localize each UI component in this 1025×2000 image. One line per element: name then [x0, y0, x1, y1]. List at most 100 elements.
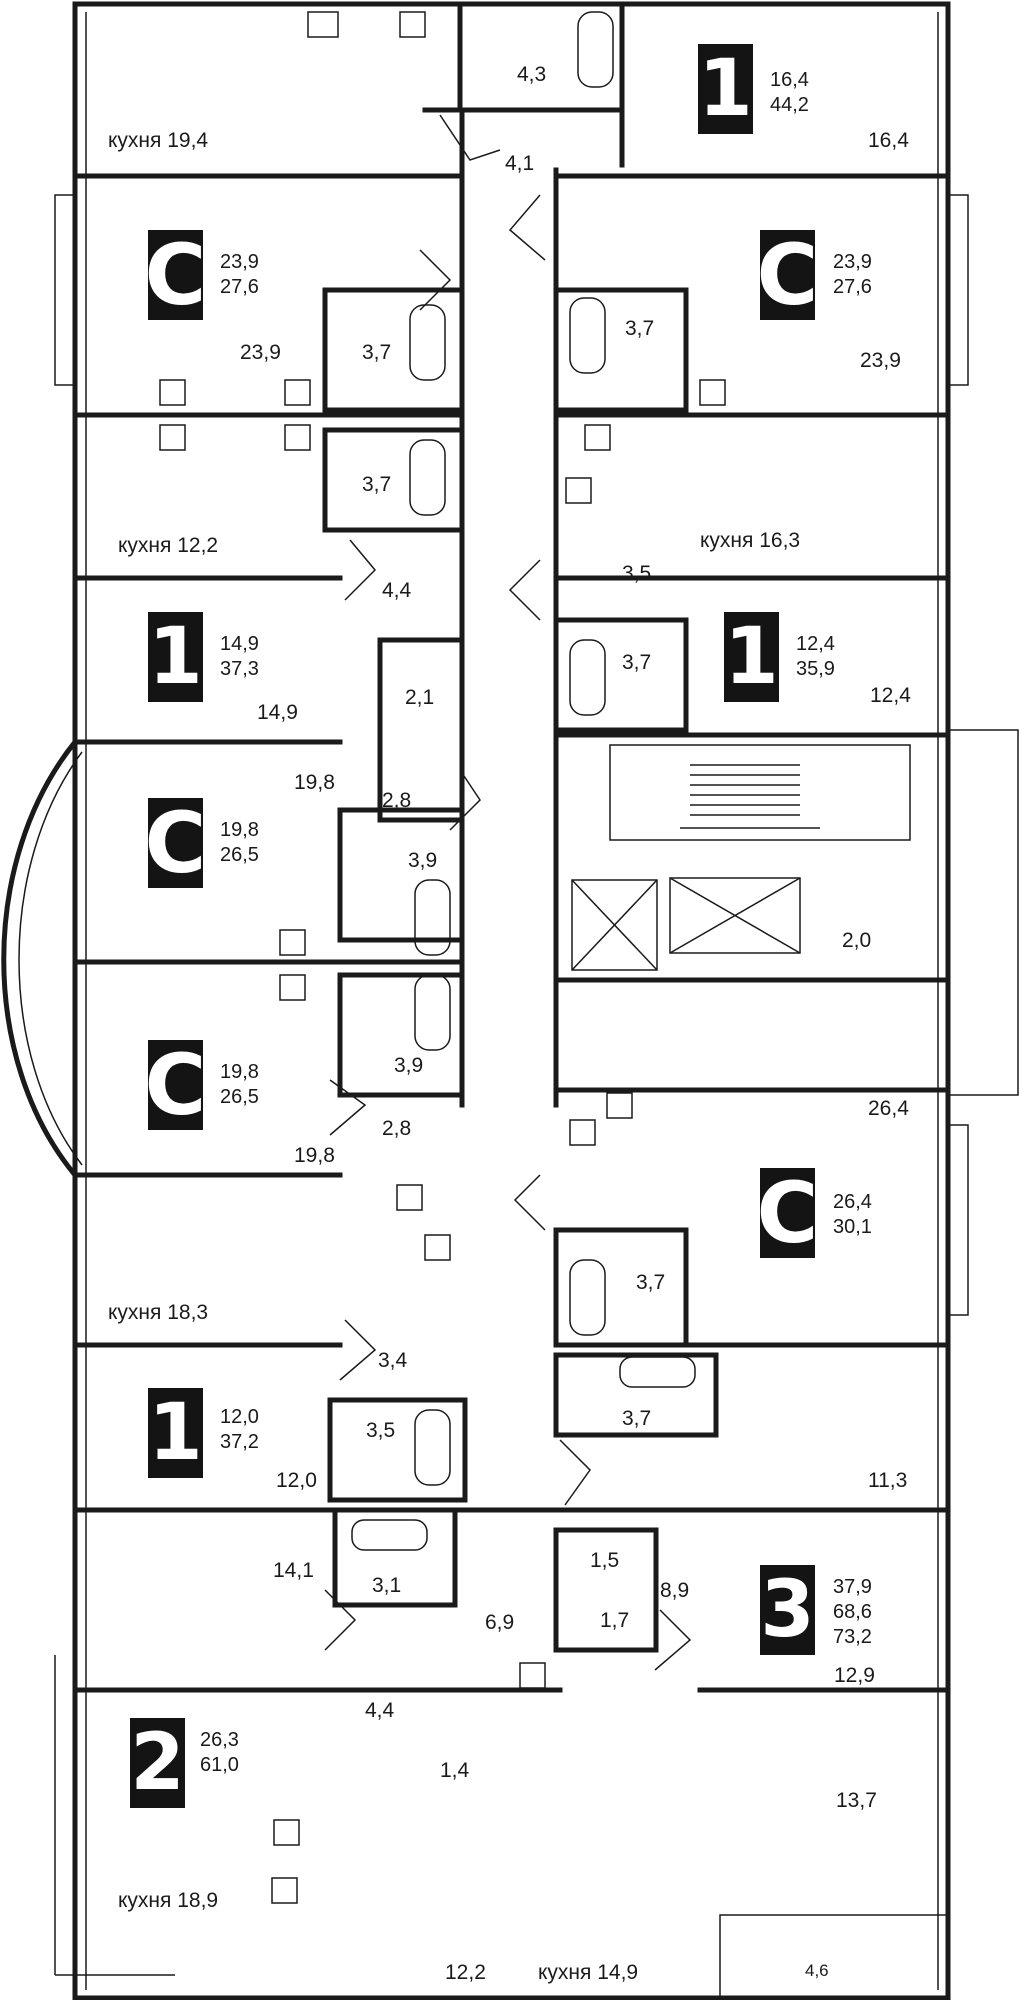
apartment-type-text: 3: [760, 1565, 815, 1655]
area-value: 44,2: [770, 94, 809, 116]
room-area-label: 13,7: [836, 1789, 877, 1812]
apartment-10-type-badge: 3: [760, 1565, 815, 1655]
apartment-2-type-badge: C: [145, 226, 207, 324]
room-area-label: 14,1: [273, 1559, 314, 1582]
apartment-7-areas: 19,8 26,5: [220, 1060, 259, 1110]
apartment-5-areas: 12,4 35,9: [796, 632, 835, 682]
room-area-label: 3,1: [372, 1574, 402, 1597]
room-area-label: 1,4: [440, 1759, 470, 1782]
room-area-label: 14,9: [257, 701, 298, 724]
room-area-label: 3,7: [636, 1271, 666, 1294]
kitchen-area-label: кухня 12,2: [118, 534, 219, 557]
apartment-9-type-badge: 1: [148, 1388, 203, 1478]
apartment-5-type-badge: 1: [724, 612, 779, 702]
room-area-label: 12,9: [834, 1664, 875, 1687]
area-value: 16,4: [770, 69, 809, 91]
area-value: 26,3: [200, 1729, 239, 1751]
area-value: 35,9: [796, 658, 835, 680]
room-area-label: 1,5: [590, 1549, 620, 1572]
room-area-label: 26,4: [868, 1097, 909, 1120]
room-area-label: 4,4: [382, 579, 412, 602]
room-area-label: 1,7: [600, 1609, 630, 1632]
kitchen-area-label: кухня 18,3: [108, 1301, 209, 1324]
apartment-10-areas: 37,9 68,6 73,2: [833, 1575, 872, 1650]
room-area-label: 3,4: [378, 1349, 408, 1372]
area-value: 19,8: [220, 819, 259, 841]
apartment-1-type-badge: 1: [698, 44, 753, 134]
apartment-3-type-badge: C: [757, 226, 819, 324]
kitchen-area-label: кухня 18,9: [118, 1889, 219, 1912]
area-value: 61,0: [200, 1754, 239, 1776]
room-area-label: 12,4: [870, 684, 911, 707]
apartment-type-text: 1: [724, 612, 779, 702]
apartment-type-text: 1: [698, 44, 753, 134]
apartment-2-areas: 23,9 27,6: [220, 250, 259, 300]
room-area-label: 16,4: [868, 129, 909, 152]
room-area-label: 2,0: [842, 929, 872, 952]
apartment-7-type-badge: C: [145, 1036, 207, 1134]
stove-icon: [159, 11, 633, 1904]
room-area-label: 19,8: [294, 1144, 335, 1167]
room-area-label: 2,8: [382, 789, 412, 812]
room-area-label: 11,3: [868, 1469, 908, 1492]
apartment-8-type-badge: C: [757, 1164, 819, 1262]
room-area-label: 2,8: [382, 1117, 412, 1140]
area-value: 37,9: [833, 1576, 872, 1598]
area-value: 27,6: [220, 276, 259, 298]
apartment-1-areas: 16,4 44,2: [770, 68, 809, 118]
room-area-label: 4,1: [505, 152, 535, 175]
room-area-label: 8,9: [660, 1579, 690, 1602]
room-area-label: 3,7: [622, 1407, 652, 1430]
apartment-4-type-badge: 1: [148, 612, 203, 702]
apartment-11-areas: 26,3 61,0: [200, 1728, 239, 1778]
area-value: 26,4: [833, 1191, 872, 1213]
apartment-type-text: C: [756, 1164, 819, 1262]
room-area-label: 3,5: [622, 562, 652, 585]
room-area-label: 23,9: [860, 349, 901, 372]
apartment-6-type-badge: C: [145, 794, 207, 892]
room-area-label: 6,9: [485, 1611, 515, 1634]
apartment-type-text: C: [144, 1036, 207, 1134]
area-value: 19,8: [220, 1061, 259, 1083]
apartment-3-areas: 23,9 27,6: [833, 250, 872, 300]
apartment-type-text: 1: [148, 1388, 203, 1478]
room-area-label: 12,0: [276, 1469, 317, 1492]
room-area-label: 3,5: [366, 1419, 396, 1442]
kitchen-area-label: кухня 14,9: [538, 1961, 639, 1984]
area-value: 73,2: [833, 1626, 872, 1648]
room-area-label: 3,9: [408, 849, 438, 872]
apartment-6-areas: 19,8 26,5: [220, 818, 259, 868]
area-value: 26,5: [220, 844, 259, 866]
room-area-label: 2,1: [405, 686, 435, 709]
room-area-label: 23,9: [240, 341, 281, 364]
room-area-label: 12,2: [445, 1961, 486, 1984]
room-area-label: 19,8: [294, 771, 335, 794]
apartment-type-text: C: [144, 794, 207, 892]
apartment-type-text: C: [756, 226, 819, 324]
area-value: 27,6: [833, 276, 872, 298]
room-area-label: 3,9: [394, 1054, 424, 1077]
room-area-label: 3,7: [362, 473, 392, 496]
area-value: 26,5: [220, 1086, 259, 1108]
apartment-8-areas: 26,4 30,1: [833, 1190, 872, 1240]
bathtub-icon: [351, 11, 696, 1551]
area-value: 23,9: [220, 251, 259, 273]
area-value: 14,9: [220, 633, 259, 655]
apartment-type-text: 2: [130, 1718, 185, 1808]
room-area-label: 4,6: [805, 1961, 829, 1980]
room-area-label: 3,7: [362, 341, 392, 364]
apartment-11-type-badge: 2: [130, 1718, 185, 1808]
area-value: 37,2: [220, 1431, 259, 1453]
area-value: 23,9: [833, 251, 872, 273]
area-value: 30,1: [833, 1216, 872, 1238]
room-area-label: 3,7: [625, 317, 655, 340]
area-value: 12,4: [796, 633, 835, 655]
kitchen-area-label: кухня 16,3: [700, 529, 801, 552]
area-value: 68,6: [833, 1601, 872, 1623]
room-area-label: 4,3: [517, 63, 547, 86]
